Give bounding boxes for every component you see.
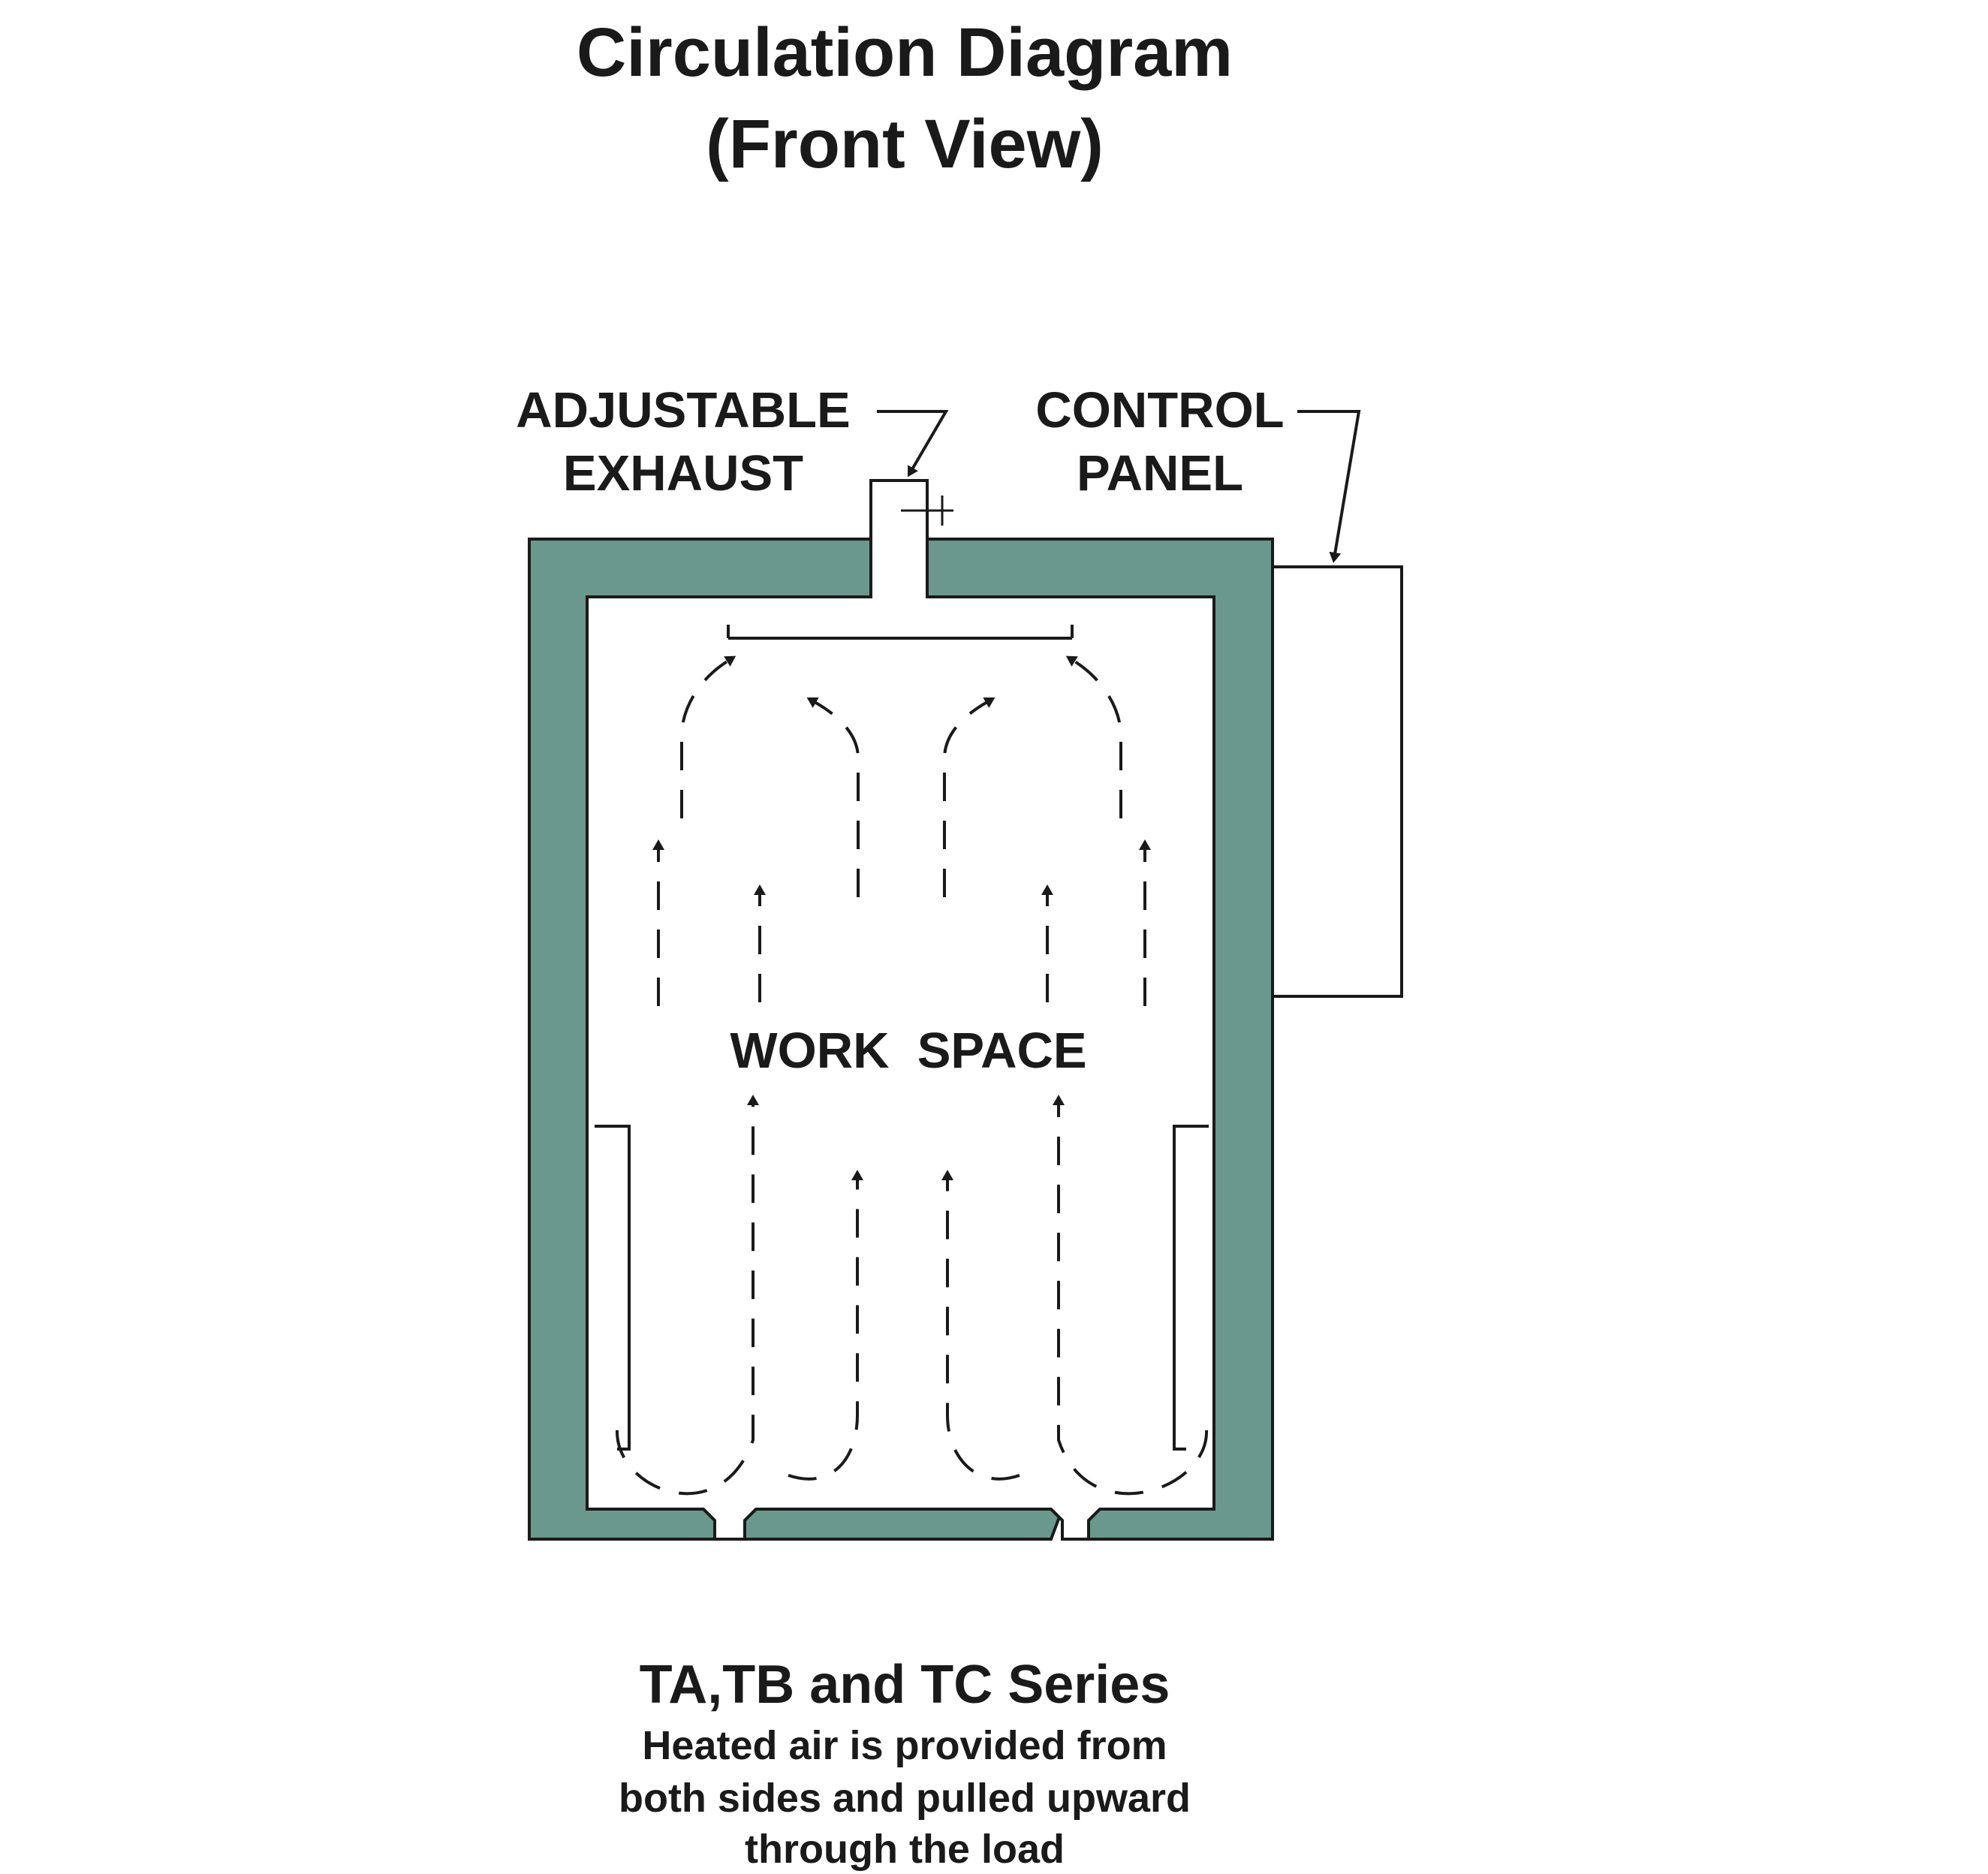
control-panel-leader-line	[1297, 410, 1361, 563]
airflow-lower-left-inner	[788, 1170, 863, 1481]
exhaust-damper	[901, 496, 953, 526]
airflow-lower-left-outer	[615, 1095, 759, 1496]
diagram-subtitle: (Front View)	[706, 106, 1104, 182]
work-space-interior	[586, 479, 1215, 1541]
airflow-lower-right-inner	[941, 1170, 1020, 1481]
adjustable-exhaust-label-line1: ADJUSTABLE	[516, 382, 851, 438]
series-caption: TA,TB and TC Series	[639, 1655, 1170, 1715]
diagram-title: Circulation Diagram	[576, 14, 1233, 91]
label-leaders	[877, 410, 1361, 563]
adjustable-exhaust-label: ADJUSTABLE EXHAUST	[495, 379, 871, 505]
control-panel-label: CONTROL PANEL	[1021, 379, 1299, 505]
caption-line-2: both sides and pulled upward	[618, 1776, 1191, 1821]
exhaust-baffle	[727, 625, 1074, 640]
airflow-upper-far-right	[1065, 655, 1122, 818]
caption-line-1: Heated air is provided from	[642, 1723, 1167, 1768]
side-heater-ducts	[595, 1125, 1209, 1451]
airflow-upper-far-left	[680, 655, 736, 818]
control-panel-label-line1: CONTROL	[1035, 382, 1285, 438]
caption-line-3: through the load	[745, 1827, 1065, 1872]
airflow-paths	[615, 655, 1209, 1496]
airflow-lower-right-outer	[1053, 1095, 1209, 1496]
adjustable-exhaust-label-line2: EXHAUST	[562, 445, 804, 502]
control-panel-box	[1271, 565, 1403, 998]
work-space-label: WORK SPACE	[730, 1023, 1087, 1079]
exhaust-leader-line	[877, 410, 949, 478]
control-panel-label-line2: PANEL	[1076, 445, 1244, 502]
airflow-upper-right	[943, 697, 996, 897]
airflow-upper-left	[806, 697, 860, 897]
